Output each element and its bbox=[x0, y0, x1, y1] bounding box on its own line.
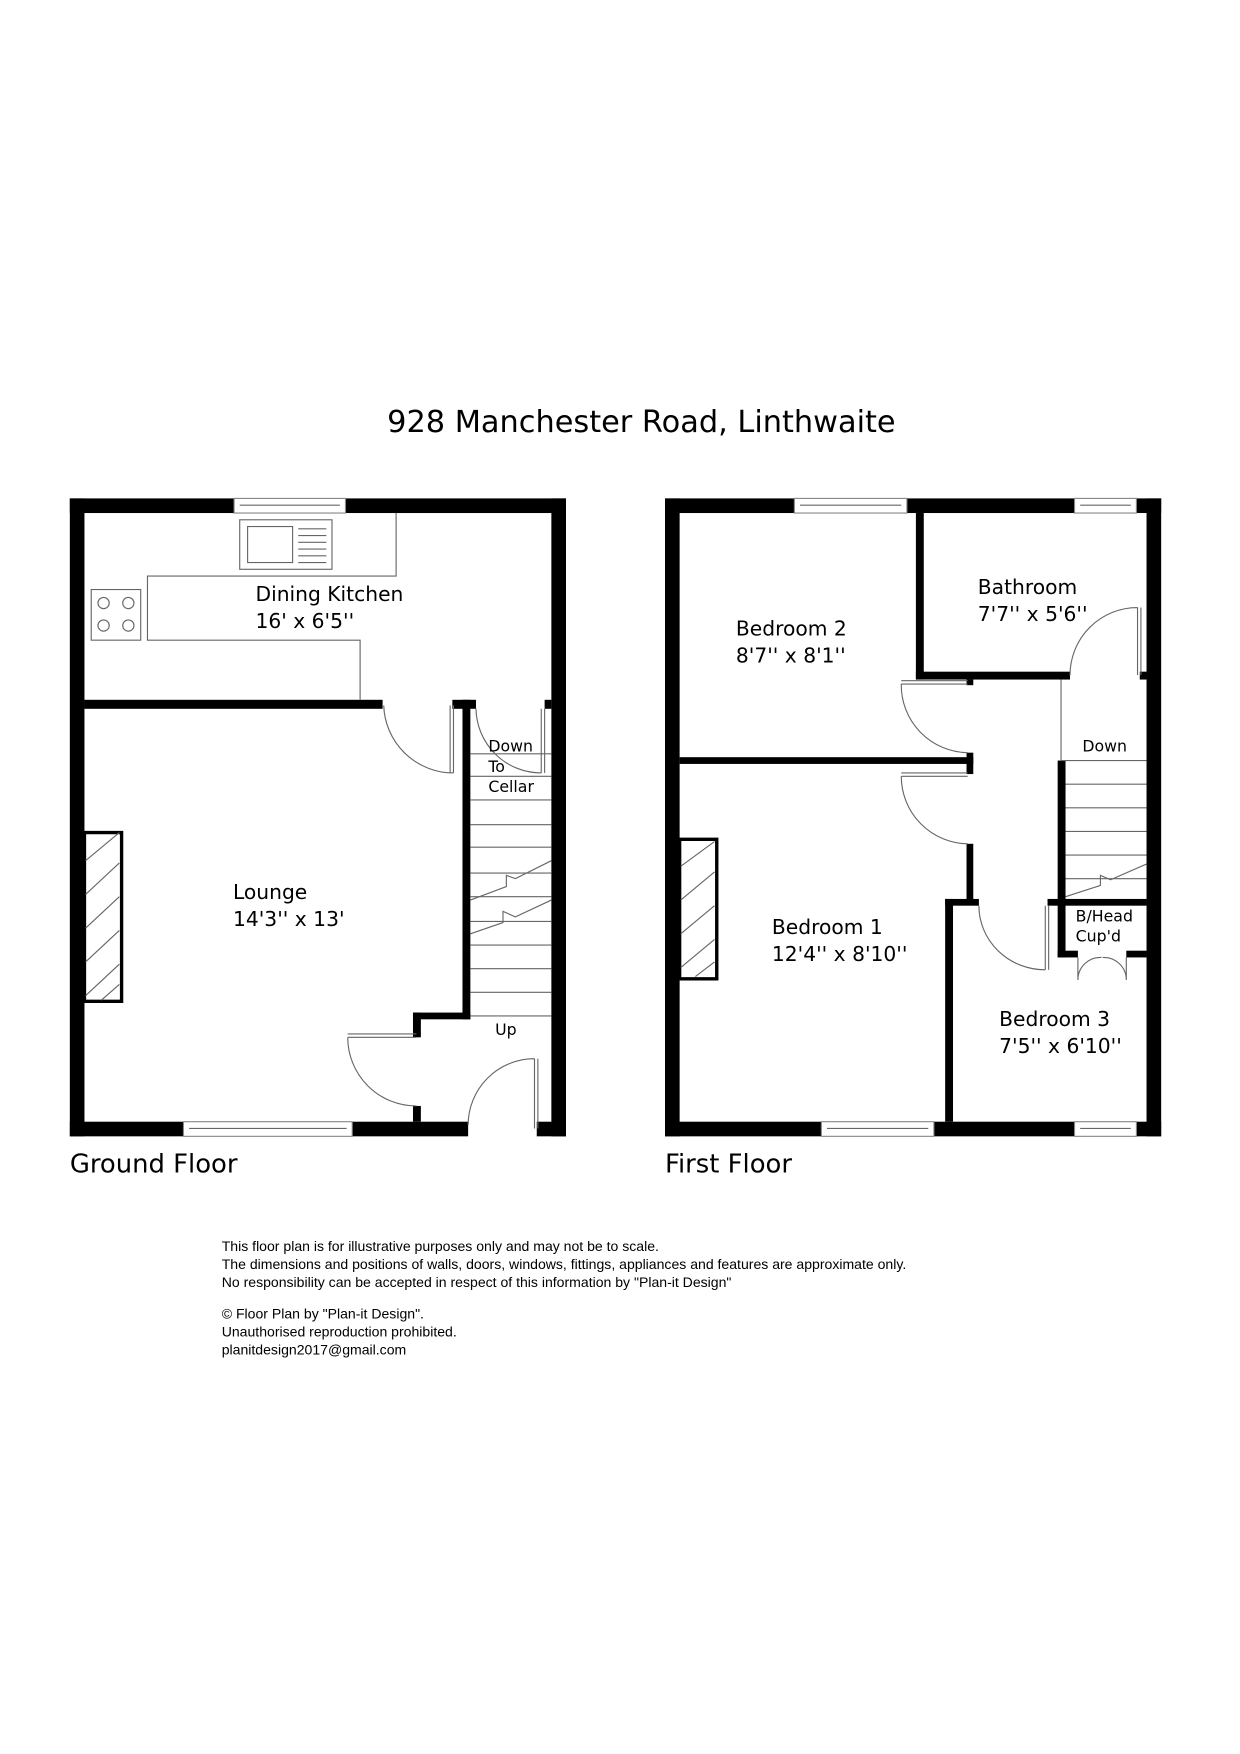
plan-title: 928 Manchester Road, Linthwaite bbox=[387, 405, 895, 440]
window-icon bbox=[1073, 497, 1137, 514]
room-name: Bedroom 3 bbox=[999, 1007, 1110, 1031]
cupboard-doors-icon bbox=[1077, 956, 1127, 980]
staircase bbox=[470, 753, 552, 1017]
credit-line: Unauthorised reproduction prohibited. bbox=[222, 1324, 457, 1340]
door-icon bbox=[900, 772, 968, 845]
floor-label: First Floor bbox=[665, 1149, 792, 1179]
room-name: Bedroom 2 bbox=[736, 617, 847, 641]
cupboard-label: Cup'd bbox=[1076, 927, 1121, 946]
fireplace-icon bbox=[82, 830, 124, 1004]
room-name: Dining Kitchen bbox=[255, 582, 403, 606]
disclaimer-line: This floor plan is for illustrative purp… bbox=[222, 1238, 659, 1254]
room-size: 16' x 6'5'' bbox=[255, 609, 354, 633]
room-name: Bathroom bbox=[978, 575, 1077, 599]
window-icon bbox=[820, 1121, 935, 1137]
door-icon bbox=[1069, 606, 1142, 676]
stairs-label: Cellar bbox=[488, 777, 534, 796]
room-size: 12'4'' x 8'10'' bbox=[772, 942, 908, 966]
stairs-label: Up bbox=[495, 1020, 517, 1039]
room-name: Bedroom 1 bbox=[772, 915, 883, 939]
hob-icon bbox=[90, 588, 142, 641]
sink-icon bbox=[239, 519, 333, 570]
stairs-label: Down bbox=[488, 737, 533, 756]
first-floor-plan: Bedroom 2 8'7'' x 8'1'' Bathroom 7'7'' x… bbox=[665, 497, 1162, 1179]
room-size: 7'7'' x 5'6'' bbox=[978, 602, 1088, 626]
staircase bbox=[1060, 679, 1147, 898]
window-icon bbox=[233, 497, 347, 514]
kitchen-worktop bbox=[146, 513, 397, 700]
ground-floor-plan: Dining Kitchen 16' x 6'5'' Lounge 14'3''… bbox=[69, 497, 566, 1179]
door-icon bbox=[347, 1033, 417, 1107]
room-size: 7'5'' x 6'10'' bbox=[999, 1034, 1122, 1058]
disclaimer: This floor plan is for illustrative purp… bbox=[222, 1238, 907, 1290]
room-name: Lounge bbox=[233, 880, 307, 904]
door-icon bbox=[900, 680, 968, 754]
window-icon bbox=[793, 497, 908, 514]
room-size: 8'7'' x 8'1'' bbox=[736, 644, 846, 668]
front-door-icon bbox=[467, 1058, 539, 1129]
door-icon bbox=[475, 708, 546, 774]
stairs-label: Down bbox=[1082, 737, 1127, 756]
credit-line: © Floor Plan by "Plan-it Design". bbox=[222, 1306, 424, 1322]
stairs-label: To bbox=[487, 757, 505, 776]
contact-email: planitdesign2017@gmail.com bbox=[222, 1342, 406, 1358]
floor-label: Ground Floor bbox=[70, 1149, 238, 1179]
door-icon bbox=[383, 705, 455, 774]
credits: © Floor Plan by "Plan-it Design". Unauth… bbox=[222, 1306, 457, 1358]
fireplace-icon bbox=[677, 837, 719, 981]
window-icon bbox=[182, 1121, 353, 1137]
door-icon bbox=[978, 905, 1050, 971]
room-size: 14'3'' x 13' bbox=[233, 907, 345, 931]
first-floor-walls bbox=[665, 498, 1162, 1137]
disclaimer-line: The dimensions and positions of walls, d… bbox=[222, 1256, 907, 1272]
window-icon bbox=[1073, 1121, 1137, 1137]
ground-floor-walls bbox=[69, 498, 566, 1137]
disclaimer-line: No responsibility can be accepted in res… bbox=[222, 1274, 732, 1290]
cupboard-label: B/Head bbox=[1076, 906, 1133, 925]
